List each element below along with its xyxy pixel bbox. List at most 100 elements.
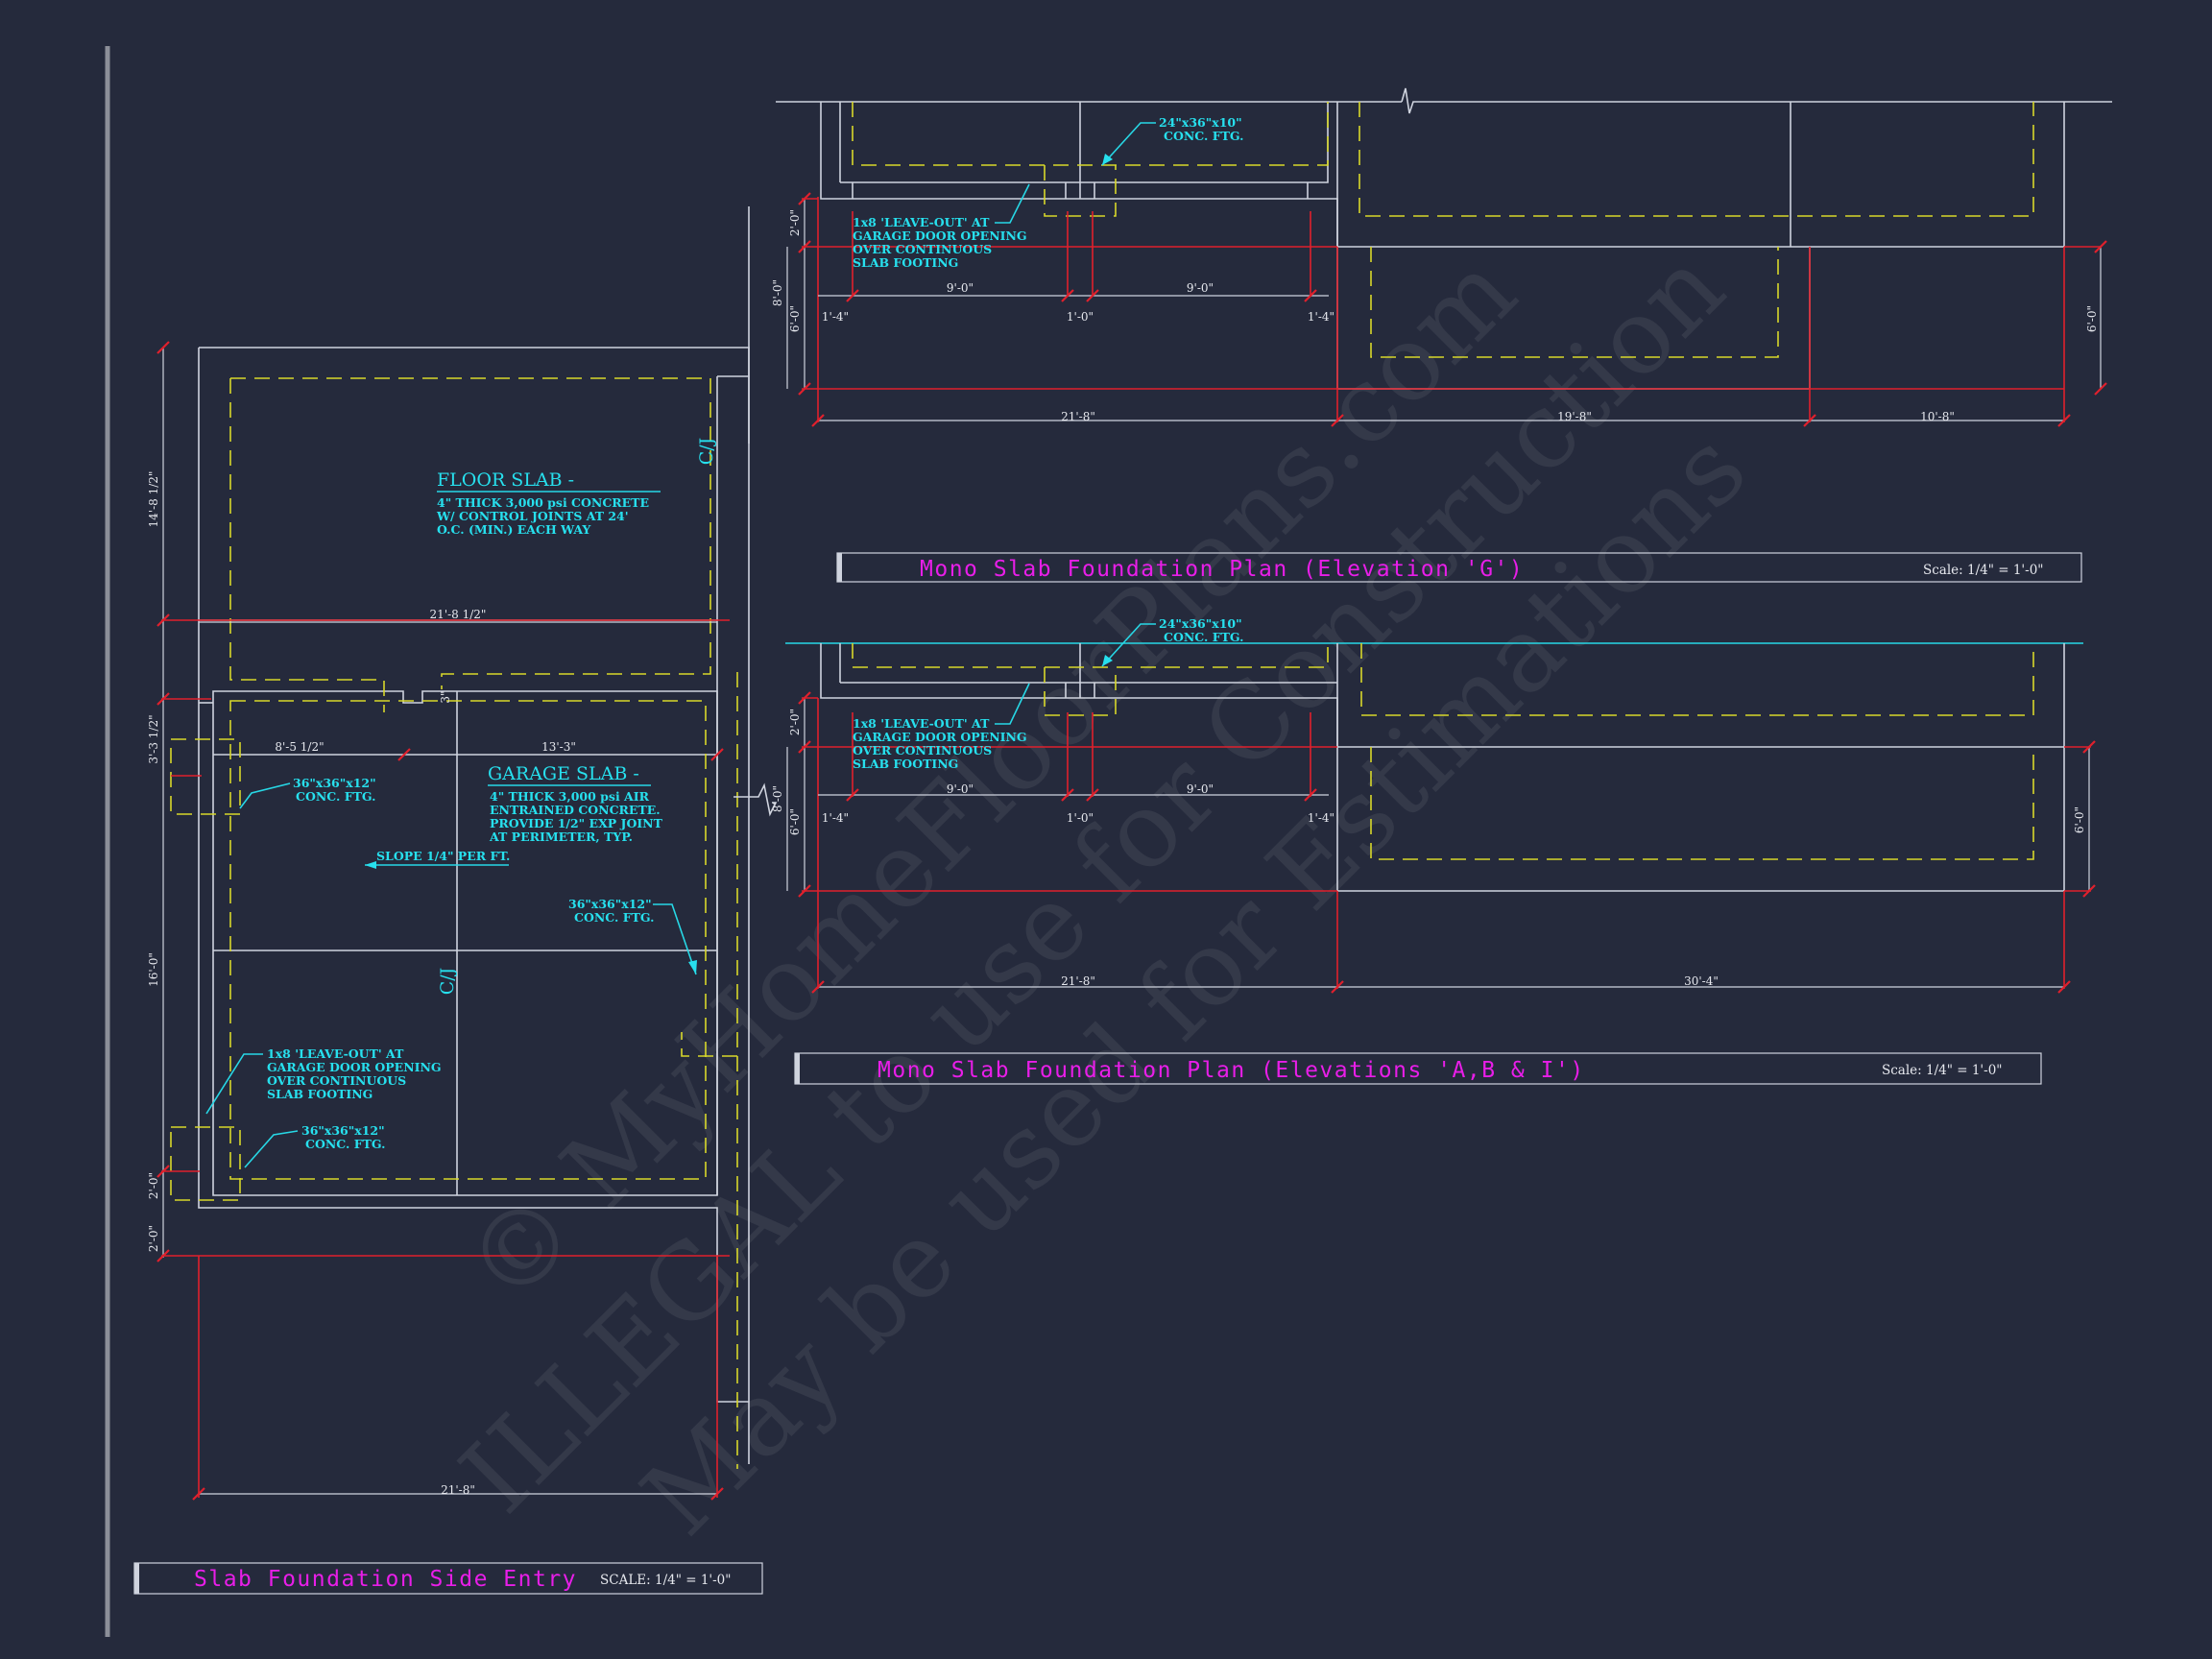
g-dim-end-right: 1'-4" (1308, 310, 1334, 324)
abi-rear-footing (1370, 747, 2034, 860)
dim-garage-depth: 16'-0" (147, 952, 160, 987)
abi-ftg-line-1: 24"x36"x10" (1159, 616, 1242, 631)
mono-abi-scale: Scale: 1/4" = 1'-0" (1882, 1063, 2003, 1078)
ftg-c-leader (653, 903, 697, 975)
mono-abi-title: Mono Slab Foundation Plan (Elevations 'A… (878, 1058, 1585, 1083)
control-joint-label-top: C/J (696, 438, 717, 466)
g-dim-mid: 1'-0" (1067, 310, 1094, 324)
g-dim-w1: 21'-8" (1061, 410, 1095, 423)
g-leave-out-line-4: SLAB FOOTING (853, 255, 958, 270)
floor-slab-heading: FLOOR SLAB - (437, 469, 574, 491)
control-joint-label-bottom: C/J (437, 968, 458, 996)
g-dim-left-c: 6'-0" (788, 305, 802, 332)
garage-slab-note-3: PROVIDE 1/2" EXP JOINT (490, 816, 663, 830)
ftg-a-line-2: CONC. FTG. (296, 789, 375, 804)
g-ftg-line-1: 24"x36"x10" (1159, 115, 1242, 130)
break-mark (733, 782, 778, 817)
dim-pad-a: 2'-0" (147, 1172, 160, 1199)
abi-house-footing (1360, 643, 2034, 716)
slope-note: SLOPE 1/4" PER FT. (376, 849, 510, 863)
side-entry-scale: SCALE: 1/4" = 1'-0" (600, 1573, 731, 1588)
garage-slab-note-4: AT PERIMETER, TYP. (489, 830, 633, 844)
garage-inner (840, 102, 1329, 183)
g-leave-out-line-3: OVER CONTINUOUS (853, 242, 992, 256)
garage-slab-note-1: 4" THICK 3,000 psi AIR (490, 789, 650, 804)
abi-dim-left-a: 2'-0" (788, 709, 802, 735)
floor-slab-note-2: W/ CONTROL JOINTS AT 24' (436, 509, 629, 523)
abi-leave-out-leader (995, 683, 1030, 725)
floor-slab-note-1: 4" THICK 3,000 psi CONCRETE (437, 495, 649, 510)
abi-dim-left-c: 6'-0" (788, 808, 802, 835)
g-dim-left-a: 2'-0" (788, 209, 802, 236)
garage-footing-dash (229, 700, 707, 1180)
g-leave-out-leader (995, 183, 1030, 224)
dim-floor-depth: 14'-8 1/2" (147, 471, 160, 528)
watermark: © MyHomeFloorPlans.com ILLEGAL to use fo… (439, 228, 1769, 1558)
dim-step-b: 3" (439, 690, 452, 703)
side-entry-plan: 14'-8 1/2" 3'-3 1/2" 16'-0" 2'-0" 2'-0" … (133, 341, 778, 1595)
g-dim-right: 6'-0" (2085, 305, 2099, 332)
mono-slab-plan-abi: 9'-0" 9'-0" 1'-4" 1'-0" 1'-4" 21'-8" 30'… (771, 616, 2096, 1085)
abi-outline (820, 643, 2065, 892)
g-ftg-leader (1101, 122, 1156, 166)
rear-footing-dash (1370, 247, 1779, 358)
dim-left-run: 8'-5 1/2" (275, 740, 324, 754)
g-dim-w2: 19'-8" (1557, 410, 1592, 423)
abi-ftg-leader (1101, 623, 1156, 667)
ftg-a-line-1: 36"x36"x12" (293, 776, 376, 790)
ftg-b-leader (244, 1130, 299, 1168)
g-leave-out-line-2: GARAGE DOOR OPENING (853, 228, 1027, 243)
floor-footing-dash (230, 377, 711, 689)
garage-slab-note-2: ENTRAINED CONCRETE. (490, 803, 661, 817)
g-ftg-line-2: CONC. FTG. (1164, 129, 1243, 143)
abi-dim-right: 6'-0" (2073, 806, 2086, 833)
g-dim-w3: 10'-8" (1920, 410, 1955, 423)
leave-out-line-4: SLAB FOOTING (267, 1087, 373, 1101)
abi-center-footing (1044, 667, 1117, 716)
garage-footing-dash (852, 102, 1329, 166)
leave-out-leader (205, 1053, 263, 1115)
abi-dim-left-b: 8'-0" (771, 785, 784, 812)
g-ftg-arrow-icon (1102, 154, 1113, 165)
leave-out-line-3: OVER CONTINUOUS (267, 1073, 406, 1088)
abi-dim-door-left: 9'-0" (947, 782, 974, 796)
abi-dim-mid: 1'-0" (1067, 811, 1094, 825)
dim-right-run: 13'-3" (541, 740, 576, 754)
leave-out-line-1: 1x8 'LEAVE-OUT' AT (267, 1046, 404, 1061)
house-footing-dash (1358, 102, 2034, 217)
abi-leave-out-line-3: OVER CONTINUOUS (853, 743, 992, 757)
abi-dim-w2: 30'-4" (1684, 974, 1719, 988)
dim-overall-width: 21'-8" (441, 1483, 475, 1497)
side-entry-title: Slab Foundation Side Entry (194, 1567, 577, 1592)
side-footing-dash (681, 672, 738, 1469)
ftg-c-line-1: 36"x36"x12" (568, 897, 652, 911)
mono-slab-plan-g: 9'-0" 9'-0" 1'-4" 1'-0" 1'-4" 21'-8" 19'… (748, 87, 2112, 583)
abi-dim-end-right: 1'-4" (1308, 811, 1334, 825)
abi-dim-end-left: 1'-4" (822, 811, 849, 825)
ftg-b-line-1: 36"x36"x12" (301, 1123, 385, 1138)
abi-ftg-line-2: CONC. FTG. (1164, 630, 1243, 644)
house-outline (1336, 102, 2065, 248)
center-footing-dash (1044, 165, 1117, 217)
ftg-b-line-2: CONC. FTG. (305, 1137, 385, 1151)
top-edge-right (1401, 87, 2112, 114)
g-leave-out-line-1: 1x8 'LEAVE-OUT' AT (853, 215, 990, 229)
abi-leave-out-line-4: SLAB FOOTING (853, 757, 958, 771)
leave-out-line-2: GARAGE DOOR OPENING (267, 1060, 442, 1074)
ftg-c-arrow-icon (688, 960, 697, 974)
dim-pad-b: 2'-0" (147, 1225, 160, 1252)
garage-slab-outline (212, 690, 718, 1196)
g-dim-end-left: 1'-4" (822, 310, 849, 324)
g-dim-door-right: 9'-0" (1187, 281, 1214, 295)
g-dim-door-left: 9'-0" (947, 281, 974, 295)
pad-footing-a (170, 738, 241, 815)
abi-dim-w1: 21'-8" (1061, 974, 1095, 988)
ftg-a-leader (239, 782, 291, 809)
garage-slab-heading: GARAGE SLAB - (488, 763, 639, 784)
abi-ftg-arrow-icon (1102, 655, 1113, 666)
mono-g-scale: Scale: 1/4" = 1'-0" (1923, 563, 2044, 578)
abi-leave-out-line-1: 1x8 'LEAVE-OUT' AT (853, 716, 990, 731)
abi-garage-footing (852, 643, 1329, 668)
